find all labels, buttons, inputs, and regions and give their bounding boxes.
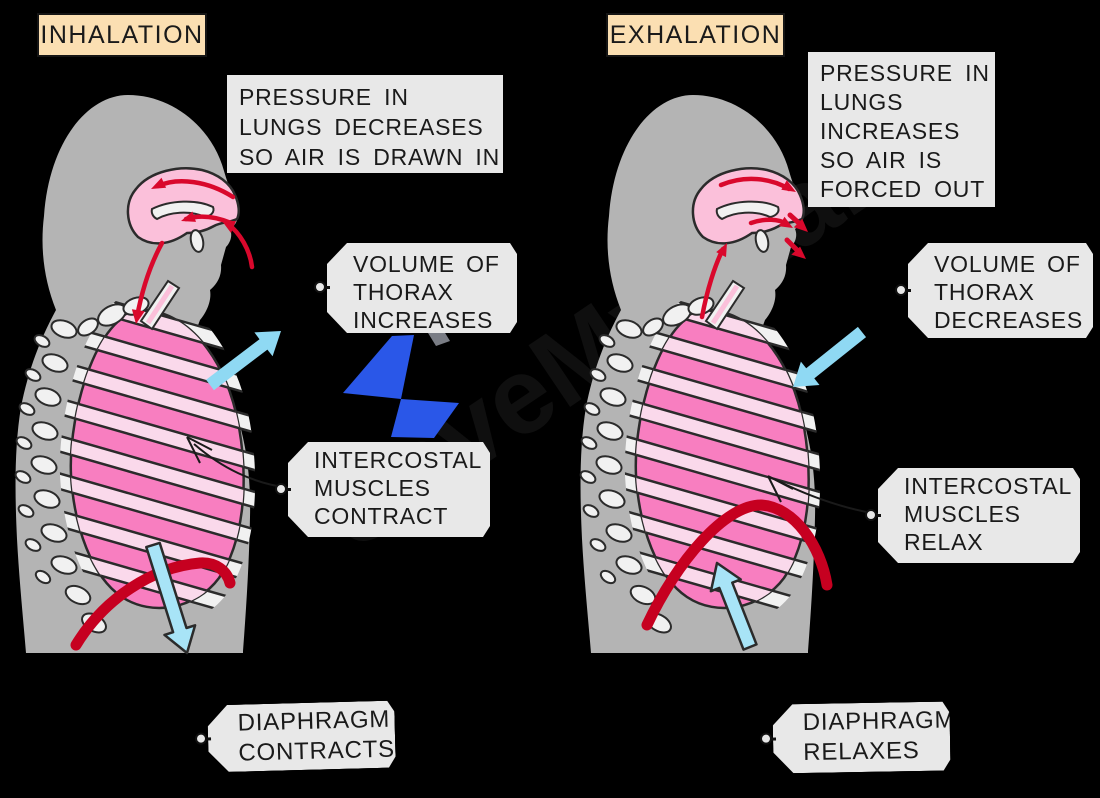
inhalation-figure: [14, 95, 281, 655]
rib-movement-arrow: [793, 326, 867, 387]
tag-hole: [314, 281, 326, 293]
tag-hole: [194, 731, 208, 745]
airflow-out-arrows: [699, 176, 808, 320]
exhalation-pressure-note: PRESSURE IN LUNGS INCREASES SO AIR IS FO…: [808, 52, 995, 207]
exhalation-title-label: EXHALATION: [609, 20, 782, 49]
note-line: LUNGS: [820, 89, 904, 115]
tag-line: CONTRACTS: [238, 735, 396, 767]
tag-line: INTERCOSTAL: [314, 447, 483, 473]
rib-movement-arrow: [206, 331, 281, 391]
tag-line: DECREASES: [934, 307, 1084, 333]
volume-of-thorax-increases-tag: VOLUME OF THORAX INCREASES: [314, 243, 517, 333]
tag-stem: [286, 487, 291, 491]
spine: [579, 319, 672, 634]
tag-stem: [906, 288, 911, 292]
trachea-lumen: [145, 284, 175, 325]
note-line: PRESSURE IN: [820, 60, 990, 86]
shoulder-bones: [77, 296, 150, 337]
diaphragm-movement-arrow: [145, 541, 197, 655]
note-line: LUNGS DECREASES: [239, 114, 484, 140]
tag-line: INCREASES: [353, 307, 494, 333]
intercostal-pointer-left: [186, 436, 290, 489]
tag-line: MUSCLES: [904, 501, 1021, 527]
diaphragm-movement-arrow: [709, 561, 758, 651]
tag-line: RELAX: [904, 529, 984, 555]
tag-stem: [876, 513, 881, 517]
tag-hole: [895, 283, 907, 296]
tag-stem: [325, 286, 330, 289]
diaphragm-contracts-tag: DIAPHRAGM CONTRACTS: [194, 701, 396, 773]
shoulder-bones: [642, 296, 715, 337]
airflow-in-arrows: [131, 177, 255, 324]
palate: [715, 200, 780, 221]
note-line: SO AIR IS DRAWN IN: [239, 144, 501, 170]
tag-line: THORAX: [934, 279, 1035, 305]
spine: [14, 319, 107, 634]
note-line: SO AIR IS: [820, 147, 943, 173]
tag-line: DIAPHRAGM: [802, 706, 956, 737]
exhalation-figure: [579, 95, 867, 653]
diaphragm-arc: [641, 499, 833, 631]
tooth: [754, 229, 770, 253]
tag-hole: [275, 482, 287, 495]
tag-line: MUSCLES: [314, 475, 431, 501]
note-line: INCREASES: [820, 118, 961, 144]
tag-line: DIAPHRAGM: [237, 705, 391, 737]
tag-line: INTERCOSTAL: [904, 473, 1073, 499]
tag-hole: [759, 732, 773, 745]
intercostal-muscles-contract-tag: INTERCOSTAL MUSCLES CONTRACT: [275, 442, 490, 537]
trachea-lumen: [710, 284, 740, 325]
tag-line: CONTRACT: [314, 503, 449, 529]
note-line: FORCED OUT: [820, 176, 986, 202]
inhalation-title: INHALATION: [37, 13, 207, 57]
intercostal-muscles-relax-tag: INTERCOSTAL MUSCLES RELAX: [865, 468, 1080, 563]
tag-line: THORAX: [353, 279, 454, 305]
tag-hole: [865, 508, 877, 521]
tooth: [189, 229, 205, 253]
tag-line: VOLUME OF: [353, 251, 500, 277]
note-line: PRESSURE IN: [239, 84, 409, 110]
inhalation-title-label: INHALATION: [40, 20, 204, 49]
exhalation-title: EXHALATION: [606, 13, 785, 57]
logo-lightning-bolt-icon: [343, 335, 459, 438]
tag-line: RELAXES: [803, 736, 920, 767]
diaphragm-relaxes-tag: DIAPHRAGM RELAXES: [759, 701, 956, 773]
volume-of-thorax-decreases-tag: VOLUME OF THORAX DECREASES: [895, 243, 1093, 338]
tag-line: VOLUME OF: [934, 251, 1081, 277]
inhalation-pressure-note: PRESSURE IN LUNGS DECREASES SO AIR IS DR…: [227, 75, 503, 173]
diaphragm-arc: [70, 557, 236, 651]
